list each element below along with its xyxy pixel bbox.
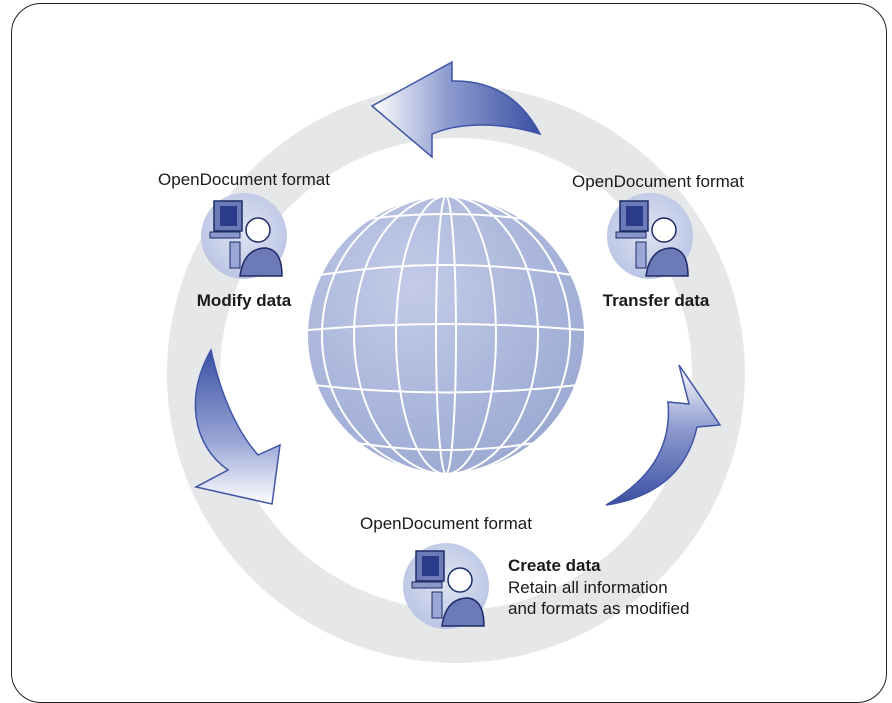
transfer-format-label: OpenDocument format xyxy=(572,172,744,191)
user-computer-icon-transfer xyxy=(607,193,693,279)
arrow-top xyxy=(370,60,542,159)
create-title: Create data xyxy=(508,556,601,575)
create-description-line2: and formats as modified xyxy=(508,599,690,618)
transfer-title: Transfer data xyxy=(602,291,710,310)
globe-icon xyxy=(306,195,586,475)
arrow-right xyxy=(605,364,722,506)
arrow-left xyxy=(193,347,281,505)
create-format-label: OpenDocument format xyxy=(360,514,532,533)
user-computer-icon-modify xyxy=(201,193,287,279)
user-computer-icon-create xyxy=(403,543,489,629)
modify-format-label: OpenDocument format xyxy=(158,170,330,189)
lifecycle-diagram xyxy=(166,60,745,663)
modify-title: Modify data xyxy=(196,291,292,310)
create-description-line1: Retain all information xyxy=(508,578,668,597)
